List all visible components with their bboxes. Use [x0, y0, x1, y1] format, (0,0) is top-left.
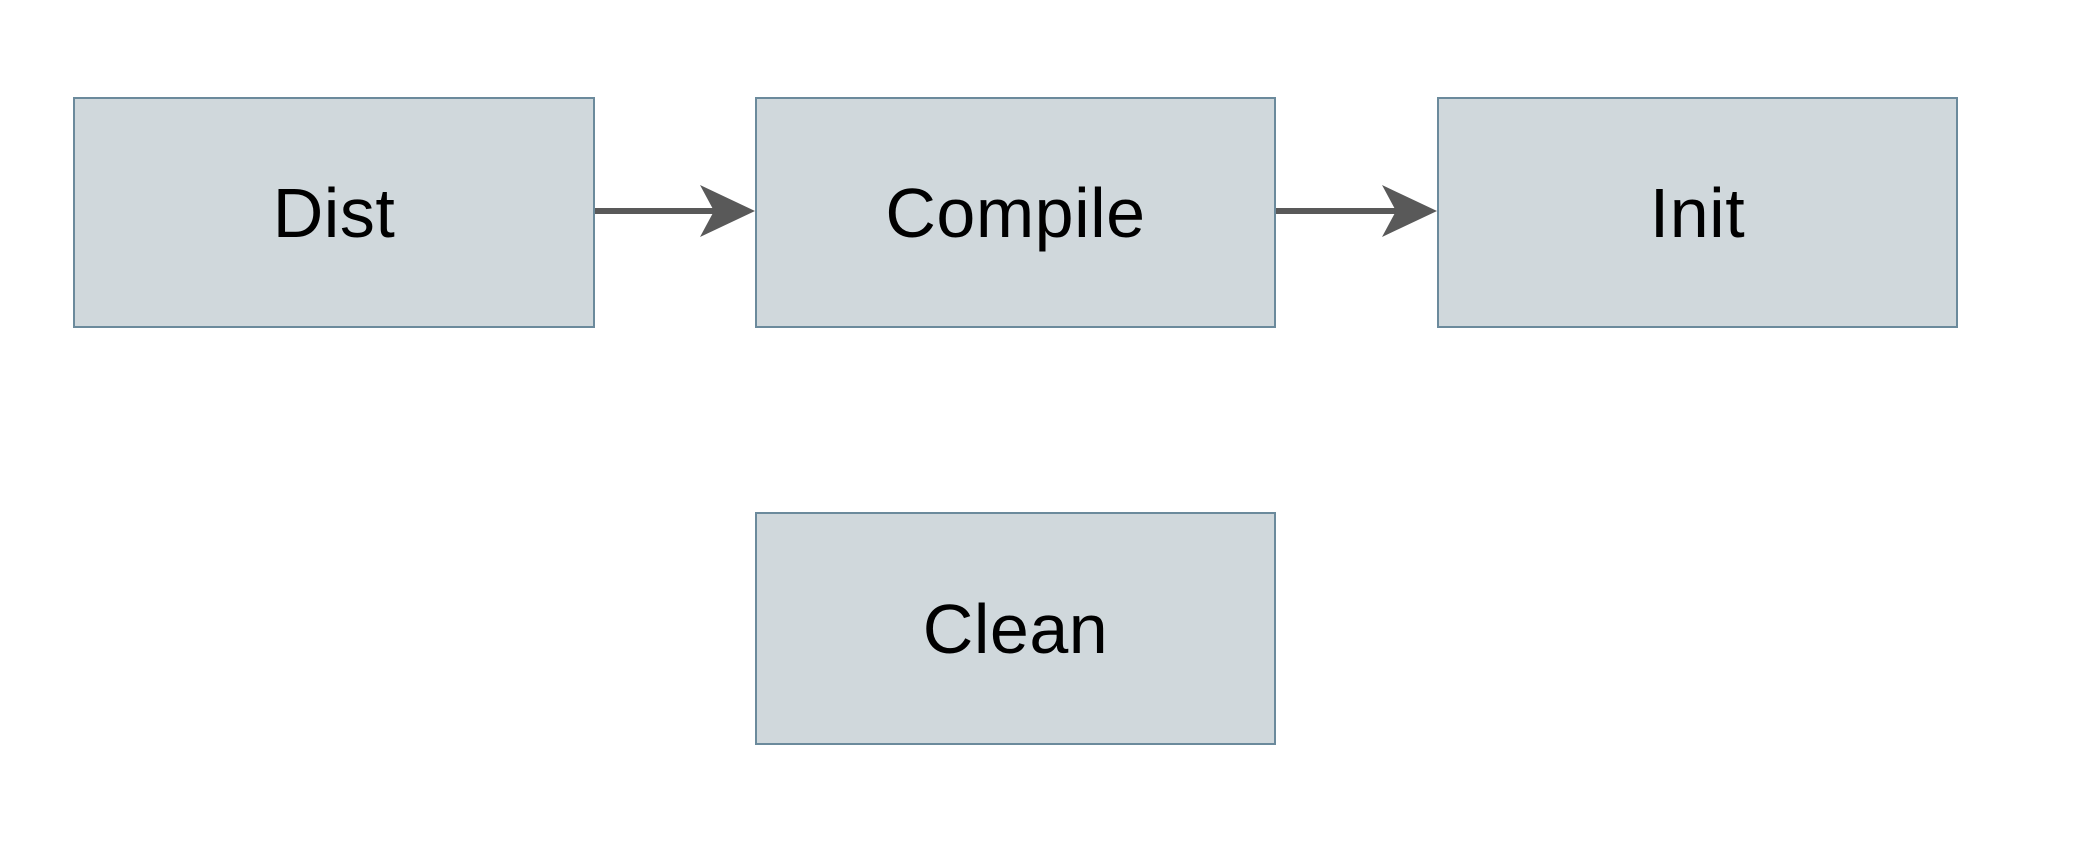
node-dist[interactable]: Dist — [73, 97, 595, 328]
node-clean[interactable]: Clean — [755, 512, 1276, 745]
node-compile-label: Compile — [885, 173, 1146, 252]
edge-compile-to-init — [1276, 185, 1437, 237]
node-init-label: Init — [1649, 173, 1746, 252]
edge-dist-to-compile — [595, 185, 755, 237]
arrowhead-icon — [1382, 185, 1437, 237]
node-init[interactable]: Init — [1437, 97, 1958, 328]
arrowhead-icon — [700, 185, 755, 237]
node-clean-label: Clean — [922, 589, 1109, 668]
node-dist-label: Dist — [272, 173, 396, 252]
node-compile[interactable]: Compile — [755, 97, 1276, 328]
